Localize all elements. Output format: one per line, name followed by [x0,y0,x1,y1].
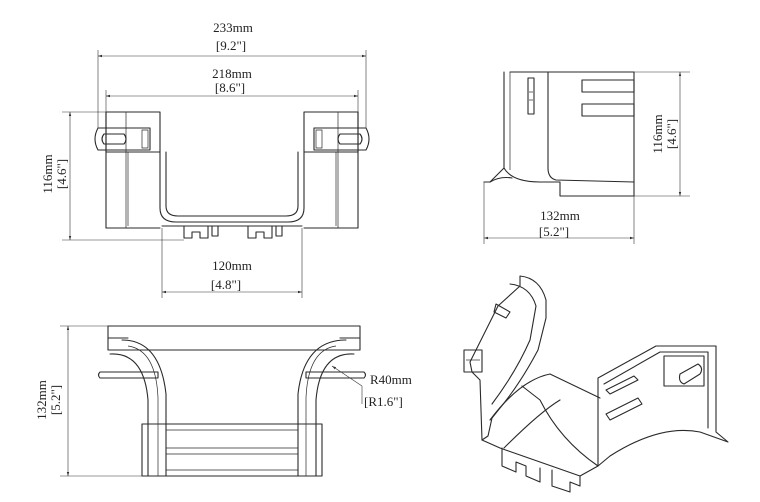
side-dimensions [483,71,690,244]
front-dimensions [62,50,367,298]
top-length-mm: 132mm [34,380,49,420]
side-view [483,71,635,197]
top-radius-in: [R1.6"] [364,394,403,409]
front-overall-width-in: [9.2"] [216,38,246,53]
front-height-in: [4.6"] [54,159,69,189]
side-depth-mm: 132mm [540,208,580,223]
top-length-in: [5.2"] [48,385,63,415]
side-height-in: [4.6"] [664,119,679,149]
front-view [94,111,370,239]
top-dimensions [60,325,363,477]
front-overall-width-mm: 233mm [213,20,253,35]
side-depth-in: [5.2"] [539,224,569,239]
top-radius-mm: R40mm [370,372,412,387]
isometric-view [463,275,729,493]
front-inner-width-mm: 218mm [212,66,252,81]
front-height-mm: 116mm [40,154,55,193]
front-base-width-in: [4.8"] [211,277,241,292]
front-inner-width-in: [8.6"] [215,80,245,95]
side-height-mm: 116mm [650,114,665,153]
top-view [97,325,367,477]
front-base-width-mm: 120mm [212,258,252,273]
